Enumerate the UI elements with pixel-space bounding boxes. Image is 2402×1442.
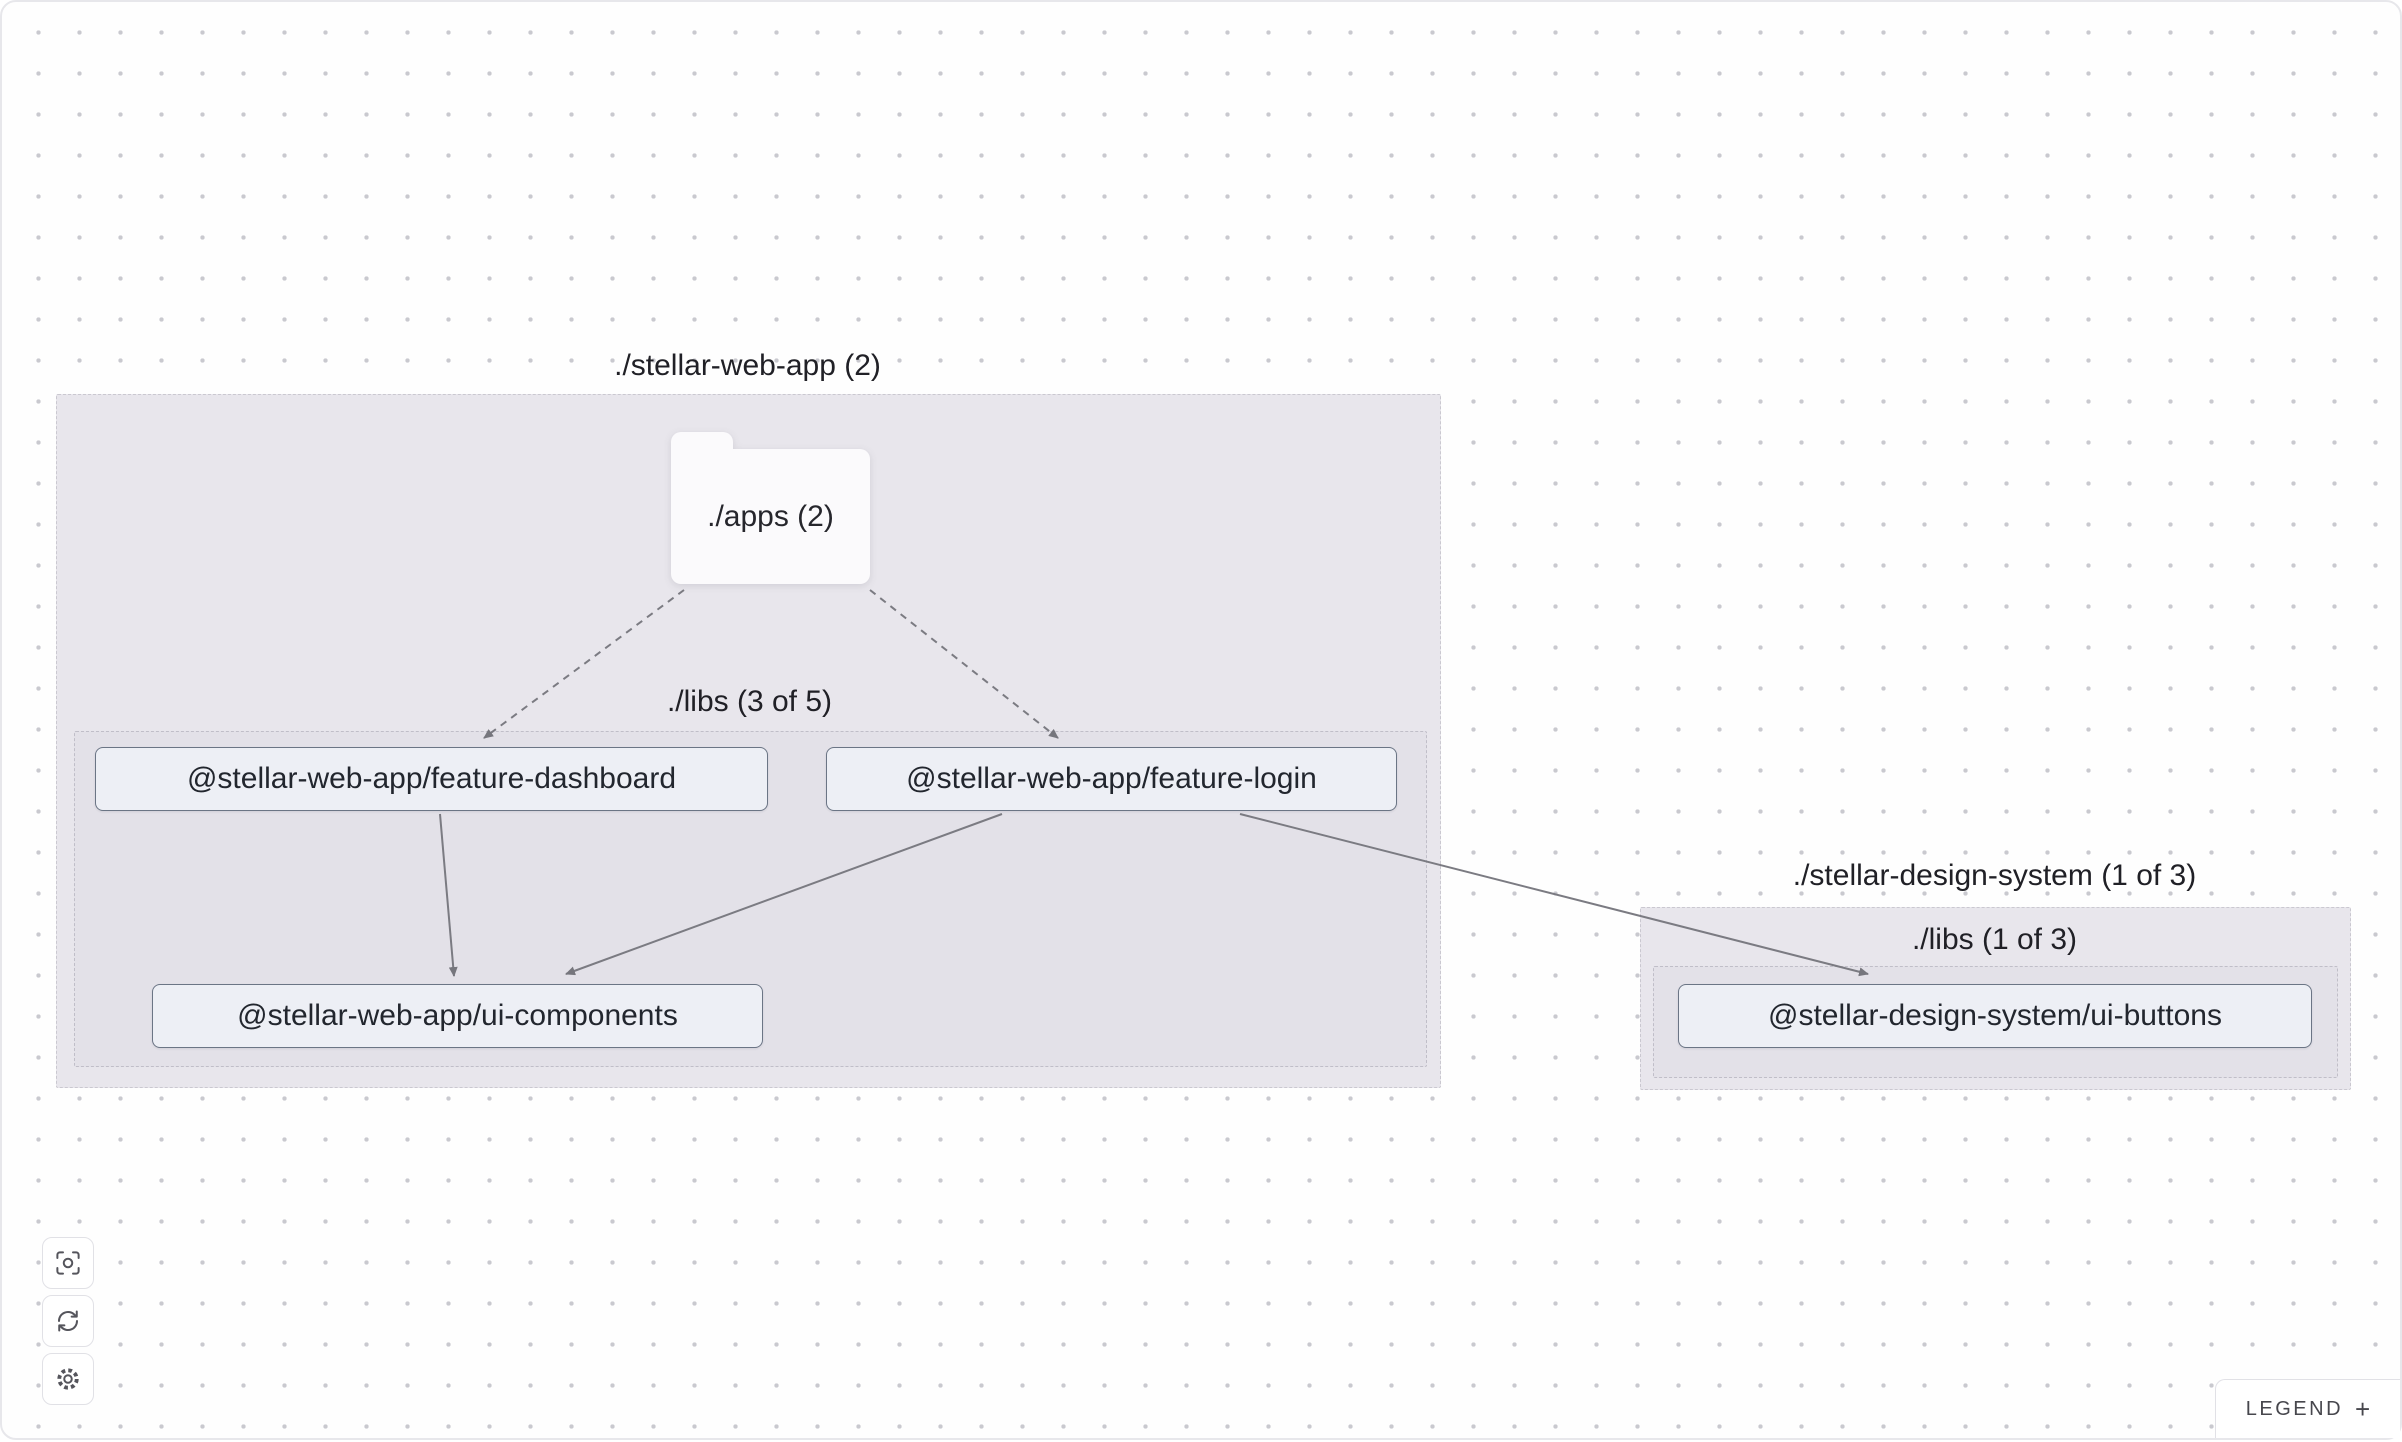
node-feature-login[interactable]: @stellar-web-app/feature-login xyxy=(826,747,1397,811)
folder-apps[interactable]: ./apps (2) xyxy=(671,432,870,584)
node-feature-dashboard[interactable]: @stellar-web-app/feature-dashboard xyxy=(95,747,768,811)
legend-toggle[interactable]: LEGEND + xyxy=(2215,1379,2400,1438)
settings-button[interactable] xyxy=(42,1353,94,1405)
group-label-stellar-web-app-libs: ./libs (3 of 5) xyxy=(666,685,833,718)
node-ui-buttons[interactable]: @stellar-design-system/ui-buttons xyxy=(1678,984,2312,1048)
node-ui-components[interactable]: @stellar-web-app/ui-components xyxy=(152,984,763,1048)
center-graph-button[interactable] xyxy=(42,1237,94,1289)
viewfinder-icon xyxy=(53,1248,83,1278)
gear-icon xyxy=(53,1364,83,1394)
refresh-icon xyxy=(53,1306,83,1336)
legend-label: LEGEND xyxy=(2245,1397,2344,1420)
group-label-stellar-design-system: ./stellar-design-system (1 of 3) xyxy=(1792,859,2197,892)
folder-apps-label: ./apps (2) xyxy=(707,499,834,533)
plus-icon: + xyxy=(2355,1394,2371,1424)
folder-body xyxy=(671,449,870,584)
group-label-stellar-design-system-libs: ./libs (1 of 3) xyxy=(1911,923,2078,956)
group-label-stellar-web-app: ./stellar-web-app (2) xyxy=(614,349,881,382)
refresh-graph-button[interactable] xyxy=(42,1295,94,1347)
graph-toolbar xyxy=(42,1237,94,1405)
